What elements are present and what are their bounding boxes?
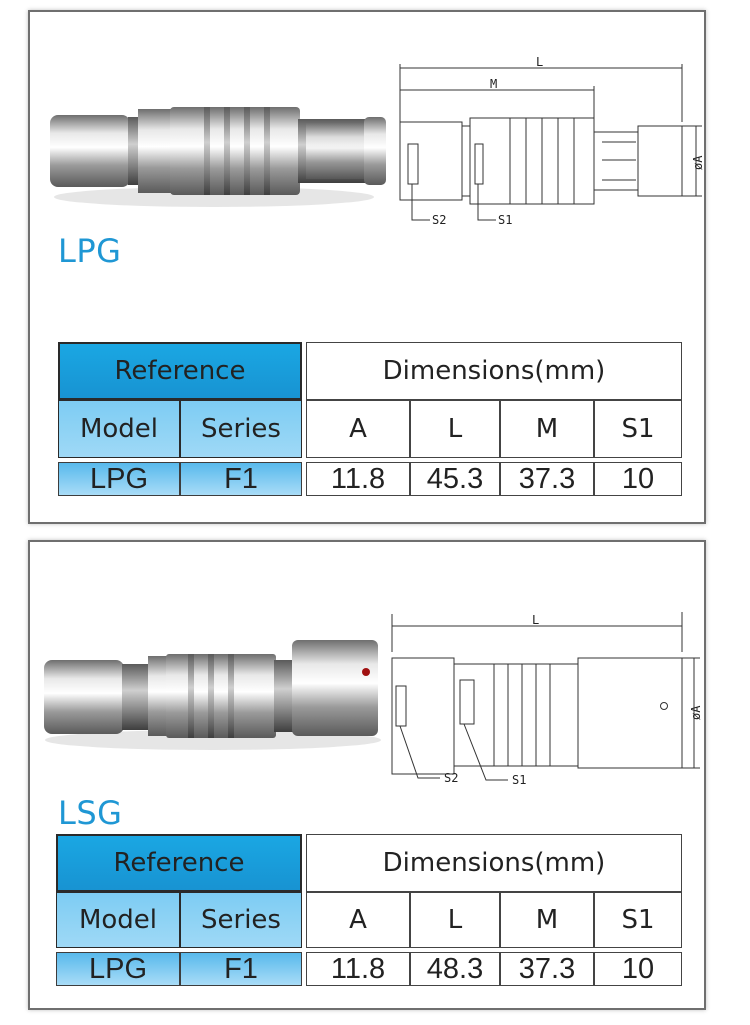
series-header: Series [180,400,302,458]
product-panel-lsg: L øA S2 S1 LSG Reference Model Series LP… [28,540,706,1010]
dim-value-l: 48.3 [410,952,500,986]
dimension-drawing-lsg: L øA S2 S1 [391,612,703,787]
dim-value-s1: 10 [594,952,682,986]
series-value: F1 [180,952,302,986]
label-S1: S1 [512,773,526,787]
series-value: F1 [180,462,302,496]
model-header: Model [56,892,180,948]
reference-header: Reference [56,834,302,892]
label-M: M [490,77,497,91]
dimension-drawing-lpg: L M øA S2 S1 [399,55,705,227]
dim-value-s1: 10 [594,462,682,496]
product-panel-lpg: L M øA S2 S1 LPG Reference Model Series … [28,10,706,524]
dim-col-s1: S1 [594,892,682,948]
model-value: LPG [56,952,180,986]
model-value: LPG [58,462,180,496]
dim-value-a: 11.8 [306,952,410,986]
product-title: LPG [58,232,122,270]
dim-value-m: 37.3 [500,952,594,986]
dim-value-m: 37.3 [500,462,594,496]
connector-photo-lsg [44,640,381,750]
label-A: øA [689,705,703,720]
product-title: LSG [58,794,123,832]
dim-value-a: 11.8 [306,462,410,496]
dimensions-header: Dimensions(mm) [306,834,682,892]
connector-photo-lpg [50,107,386,207]
dim-col-a: A [306,400,410,458]
dim-col-a: A [306,892,410,948]
series-header: Series [180,892,302,948]
dim-col-l: L [410,892,500,948]
label-L: L [536,55,543,69]
label-S2: S2 [444,771,458,785]
label-L: L [532,613,539,627]
dimensions-header: Dimensions(mm) [306,342,682,400]
label-S1: S1 [498,213,512,227]
reference-header: Reference [58,342,302,400]
label-S2: S2 [432,213,446,227]
dim-col-m: M [500,400,594,458]
dim-col-s1: S1 [594,400,682,458]
dim-value-l: 45.3 [410,462,500,496]
label-A: øA [691,155,705,170]
model-header: Model [58,400,180,458]
dim-col-m: M [500,892,594,948]
dim-col-l: L [410,400,500,458]
